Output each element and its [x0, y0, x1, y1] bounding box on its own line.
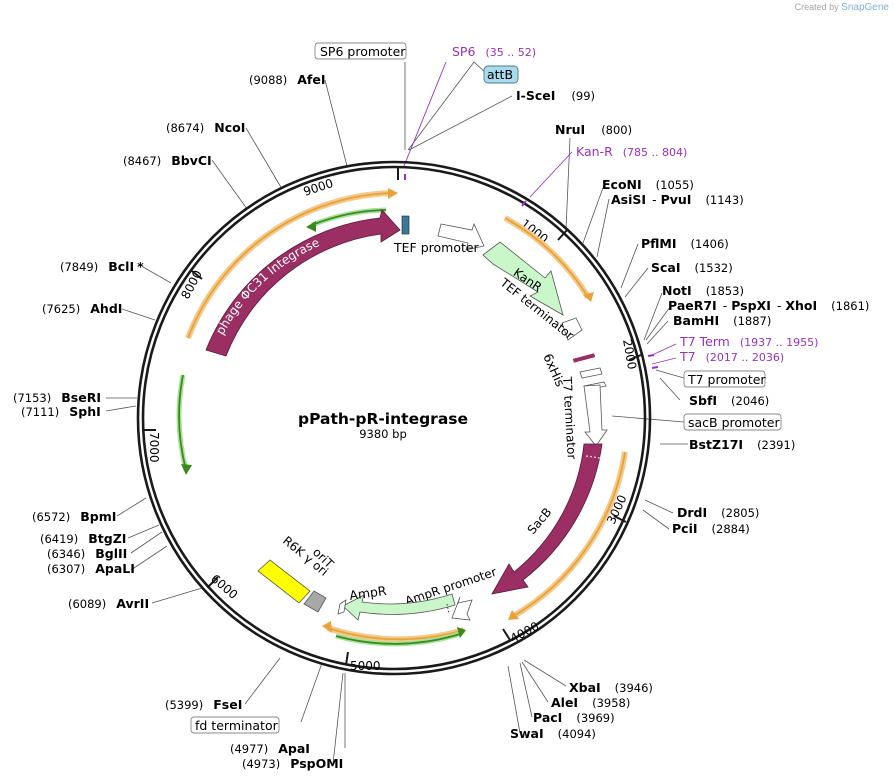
- enzyme-sphi: (7111)SphI: [21, 404, 101, 419]
- t7-terminator-mark-1: [579, 367, 603, 379]
- enzyme-bpmi: (6572)BpmI: [32, 509, 116, 524]
- enzyme-afei: (9088)AfeI: [249, 72, 326, 87]
- enzyme-bstz17i: BstZ17I(2391): [689, 437, 795, 452]
- primer-kanr: Kan-R(785 .. 804): [576, 144, 687, 159]
- tef-terminator-mark: [561, 317, 583, 341]
- tick-2000: 2000: [620, 338, 639, 371]
- enzyme-sbfi: SbfI(2046): [689, 393, 769, 408]
- enzyme-labels-right: I-SceI(99) NruI(800) EcoNI(1055) AsiSI-P…: [510, 88, 869, 741]
- tef-promoter-arrow: [437, 222, 485, 251]
- leader-lines: [105, 61, 688, 765]
- ampr-label: AmpR: [348, 583, 387, 603]
- plasmid-name: pPath-pR-integrase: [298, 410, 468, 428]
- primer-labels: SP6(35 .. 52) Kan-R(785 .. 804) T7 Term(…: [452, 44, 818, 364]
- enzyme-apali: (6307)ApaLI: [47, 561, 135, 576]
- orf-arrowheads: [181, 188, 594, 638]
- tick-marks: [143, 166, 642, 666]
- primer-ticks: [404, 174, 659, 369]
- enzyme-isce1: I-SceI(99): [516, 88, 595, 103]
- ampr-small-mark: [337, 599, 347, 615]
- plasmid-size: 9380 bp: [359, 427, 407, 441]
- attb-mark: [401, 215, 410, 235]
- enzyme-ncoi: (8674)NcoI: [166, 120, 245, 135]
- backbone-inner: [141, 165, 647, 671]
- enzyme-apai: (4977)ApaI: [230, 741, 310, 756]
- enzyme-pcii: PciI(2884): [672, 521, 750, 536]
- enzyme-pspomi: (4973)PspOMI: [242, 756, 343, 771]
- enzyme-bglii: (6346)BglII: [47, 546, 127, 561]
- enzyme-fsei: (5399)FseI: [165, 697, 242, 712]
- attb-label: attB: [487, 67, 513, 82]
- enzyme-nrui: NruI(800): [555, 122, 632, 137]
- enzyme-labels-left: (4977)ApaI (4973)PspOMI (5399)FseI (6089…: [13, 72, 343, 771]
- enzyme-drdi: DrdI(2805): [677, 505, 759, 520]
- enzyme-paci: PacI(3969): [533, 710, 615, 725]
- orit-block: [303, 590, 327, 613]
- sacb-promoter-arrow: [583, 384, 608, 447]
- backbone-outer: [136, 160, 652, 676]
- tick-5000: 5000: [350, 659, 381, 673]
- tef-promoter-label: TEF promoter: [393, 240, 480, 255]
- orf-tracks: [176, 190, 628, 647]
- enzyme-bbvci: (8467)BbvCI: [123, 153, 212, 168]
- enzyme-noti: NotI(1853): [662, 283, 744, 298]
- sacb-promoter-label: sacB promoter: [688, 415, 780, 430]
- sacb-label: SacB: [525, 505, 555, 537]
- ampr-promoter-arrow: [451, 596, 473, 621]
- primer-lines: [403, 61, 677, 365]
- enzyme-bamhi: BamHI(1887): [673, 313, 771, 328]
- enzyme-asisi-pvui: AsiSI-PvuI(1143): [611, 192, 744, 207]
- enzyme-beseri: (7153)BseRI: [13, 390, 101, 405]
- t7-terminator-label: T7 terminator: [560, 375, 579, 459]
- kanr-arrow: [482, 241, 564, 316]
- his-mark: [572, 353, 596, 363]
- t7-terminator-text: T7 terminator: [560, 375, 579, 459]
- enzyme-bcli: (7849)BclI*: [60, 259, 144, 274]
- brand-watermark: Created by SnapGene: [795, 2, 889, 13]
- enzyme-paer7i-pspxi-xhoi: PaeR7I-PspXI-XhoI(1861): [668, 298, 869, 313]
- primer-t7-term: T7 Term(1937 .. 1955): [679, 334, 818, 349]
- enzyme-avrii: (6089)AvrII: [68, 596, 149, 611]
- snapgene-logo: SnapGene: [841, 2, 889, 13]
- enzyme-ahdi: (7625)AhdI: [42, 301, 122, 316]
- enzyme-xbai: XbaI(3946): [569, 680, 653, 695]
- fd-terminator-label: fd terminator: [195, 718, 279, 733]
- ampr-arrow: [342, 593, 456, 621]
- enzyme-econi: EcoNI(1055): [602, 177, 694, 192]
- brand-prefix: Created by: [794, 2, 839, 12]
- enzyme-pflmi: PflMI(1406): [641, 236, 729, 251]
- sacb-arrow: [491, 443, 603, 595]
- t7-promoter-label: T7 promoter: [687, 372, 766, 387]
- r6k-ori-block: [257, 559, 311, 604]
- tick-9000: 9000: [302, 176, 335, 199]
- tick-7000: 7000: [147, 432, 161, 463]
- enzyme-scai: ScaI(1532): [651, 260, 733, 275]
- enzyme-swai: SwaI(4094): [510, 726, 596, 741]
- integrase-arrow: [205, 209, 401, 357]
- primer-t7: T7(2017 .. 2036): [679, 349, 784, 364]
- sp6-promoter-label: SP6 promoter: [320, 44, 406, 59]
- tick-4000: 4000: [508, 619, 542, 646]
- enzyme-alei: AleI(3958): [551, 695, 630, 710]
- boxed-feature-labels: SP6 promoter attB T7 promoter sacB promo…: [190, 42, 782, 734]
- primer-sp6: SP6(35 .. 52): [452, 44, 536, 59]
- enzyme-btgzi: (6419)BtgZI: [40, 531, 126, 546]
